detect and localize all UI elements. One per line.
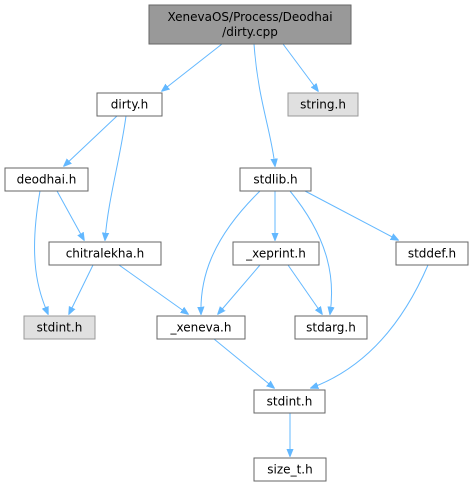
node-stdarg-h[interactable]: stdarg.h — [294, 315, 368, 340]
node-label-string-h: string.h — [300, 98, 346, 112]
node-stdlib-h[interactable]: stdlib.h — [239, 167, 312, 192]
edge-xeprint-h-to-xeneva-h — [218, 264, 261, 314]
edge-root-to-string-h — [282, 43, 318, 91]
node-stdint-h-sys: stdint.h — [23, 315, 96, 340]
node-label-root-line-1: XenevaOS/Process/Deodhai — [167, 10, 332, 24]
node-box-deodhai-h — [4, 167, 89, 192]
node-label-xeprint-h: _xeprint.h — [245, 247, 306, 261]
node-label-size-t-h: size_t.h — [267, 463, 312, 477]
node-label-stdint-h-sys: stdint.h — [37, 321, 83, 335]
node-label-dirty-h: dirty.h — [111, 98, 148, 112]
node-box-dirty-h — [96, 92, 163, 117]
edge-stdlib-h-to-xeneva-h — [201, 190, 261, 314]
edge-root-to-dirty-h — [162, 43, 223, 91]
node-box-root — [148, 4, 352, 45]
edge-dirty-h-to-chitralekha-h — [105, 115, 127, 240]
nodes-layer: XenevaOS/Process/Deodhai/dirty.cpp dirty.… — [4, 4, 469, 482]
edge-deodhai-h-to-stdint-h-sys — [34, 190, 48, 314]
node-deodhai-h[interactable]: deodhai.h — [4, 167, 89, 192]
edge-deodhai-h-to-chitralekha-h — [56, 190, 84, 240]
node-label-xeneva-h: _xeneva.h — [170, 321, 232, 335]
node-box-xeneva-h — [156, 315, 246, 340]
node-string-h: string.h — [287, 92, 359, 117]
edges-layer — [34, 43, 429, 456]
node-stddef-h[interactable]: stddef.h — [395, 241, 469, 266]
node-box-stdlib-h — [239, 167, 312, 192]
edge-root-to-stdlib-h — [253, 43, 275, 166]
node-box-size-t-h — [253, 457, 327, 482]
node-root[interactable]: XenevaOS/Process/Deodhai/dirty.cpp — [148, 4, 352, 45]
node-label-stdint-h: stdint.h — [267, 395, 313, 409]
node-xeneva-h[interactable]: _xeneva.h — [156, 315, 246, 340]
edge-stdlib-h-to-stdarg-h — [289, 190, 332, 314]
node-label-stddef-h: stddef.h — [408, 247, 456, 261]
edge-stddef-h-to-stdint-h — [311, 264, 429, 388]
node-xeprint-h[interactable]: _xeprint.h — [232, 241, 320, 266]
edge-chitralekha-h-to-xeneva-h — [118, 264, 188, 314]
node-box-stddef-h — [395, 241, 469, 266]
edge-chitralekha-h-to-stdint-h-sys — [69, 264, 94, 314]
node-label-stdarg-h: stdarg.h — [306, 321, 356, 335]
node-box-stdarg-h — [294, 315, 368, 340]
node-box-string-h — [287, 92, 359, 117]
edge-xeprint-h-to-stdarg-h — [287, 264, 322, 314]
node-box-xeprint-h — [232, 241, 320, 266]
node-box-stdint-h — [253, 389, 326, 414]
edge-xeneva-h-to-stdint-h — [213, 338, 274, 388]
node-label-root-line-2: /dirty.cpp — [222, 25, 278, 39]
node-dirty-h[interactable]: dirty.h — [96, 92, 163, 117]
node-box-chitralekha-h — [48, 241, 162, 266]
node-stdint-h[interactable]: stdint.h — [253, 389, 326, 414]
node-label-chitralekha-h: chitralekha.h — [66, 247, 145, 261]
edge-stdlib-h-to-stddef-h — [304, 190, 398, 240]
node-label-deodhai-h: deodhai.h — [17, 173, 77, 187]
node-label-stdlib-h: stdlib.h — [253, 173, 297, 187]
node-size-t-h[interactable]: size_t.h — [253, 457, 327, 482]
edge-dirty-h-to-deodhai-h — [64, 115, 118, 166]
node-chitralekha-h[interactable]: chitralekha.h — [48, 241, 162, 266]
node-box-stdint-h-sys — [23, 315, 96, 340]
